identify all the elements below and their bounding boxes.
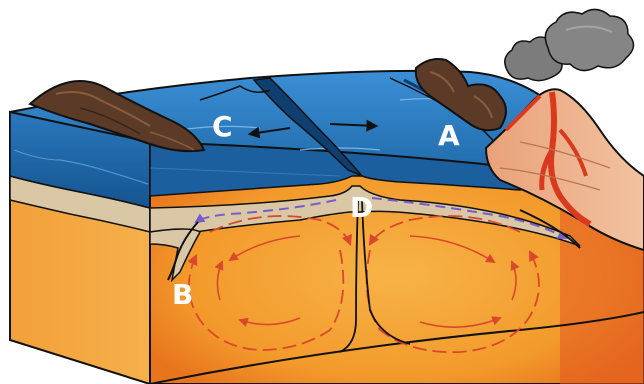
label-d: D <box>350 191 373 224</box>
label-a: A <box>438 119 460 152</box>
volcanic-smoke <box>505 9 634 80</box>
label-c: C <box>212 110 233 143</box>
label-b: B <box>172 278 193 311</box>
block-left-face <box>10 112 150 384</box>
